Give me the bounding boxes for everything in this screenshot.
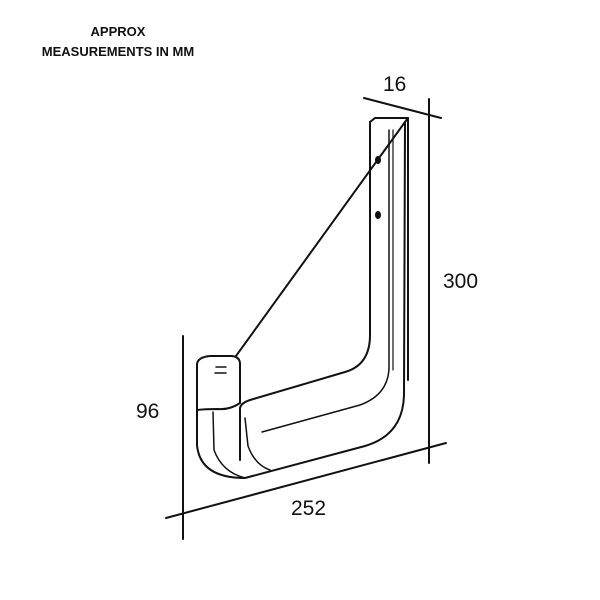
height-label: 300 xyxy=(443,270,479,293)
tube-left-inner xyxy=(212,411,246,479)
screw-hole-icon xyxy=(375,211,381,219)
title-line-1: APPROX xyxy=(90,24,146,39)
length-dimension-line xyxy=(165,442,447,519)
hook-outline xyxy=(196,121,406,479)
tip-height-label: 96 xyxy=(136,400,160,423)
hook-top-end xyxy=(369,117,409,123)
title-line-2: MEASUREMENTS IN MM xyxy=(41,44,195,59)
hook-arm-inner xyxy=(244,417,271,471)
diagram-title: APPROX MEASUREMENTS IN MM xyxy=(18,22,218,62)
end-cap xyxy=(196,355,241,411)
length-label: 252 xyxy=(291,497,327,520)
depth-label: 16 xyxy=(383,73,407,96)
hook-inner-line xyxy=(261,129,390,433)
screw-hole-icon xyxy=(375,156,381,164)
